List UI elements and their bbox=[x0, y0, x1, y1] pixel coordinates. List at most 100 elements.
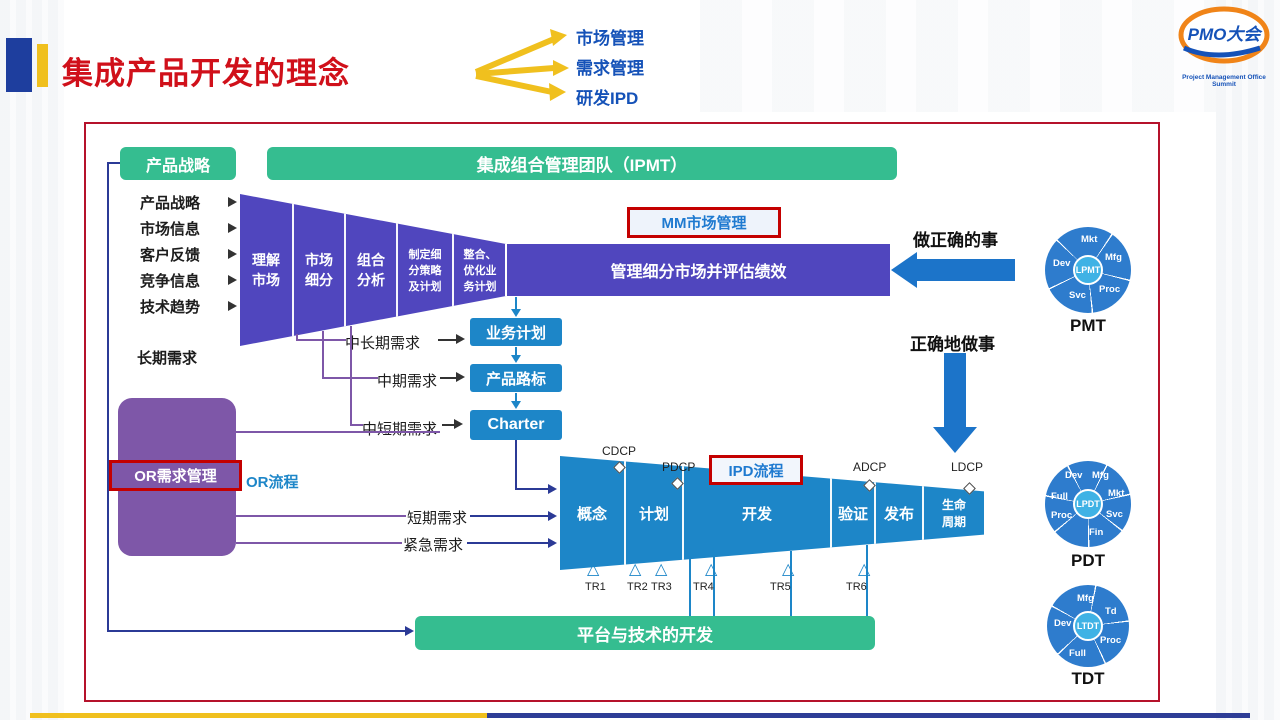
connector-line bbox=[322, 331, 324, 379]
pdt-segment: Mfg bbox=[1092, 470, 1109, 481]
connector-line bbox=[236, 431, 440, 433]
ipd-flow-tag: IPD流程 bbox=[709, 455, 803, 485]
connector-line bbox=[515, 297, 517, 310]
pmt-core-label: LPMT bbox=[1073, 255, 1103, 285]
mm-phase-market-segmentation: 市场 细分 bbox=[292, 194, 344, 346]
ipd-phase-concept: 概念 bbox=[576, 505, 607, 523]
mm-phase-portfolio-analysis: 组合 分析 bbox=[344, 194, 396, 346]
down-arrow-icon bbox=[933, 427, 977, 453]
tr5-label: TR5 bbox=[770, 581, 791, 593]
tdt-segment: Proc bbox=[1100, 635, 1122, 646]
down-arrowhead-icon bbox=[511, 355, 521, 363]
down-arrow-body bbox=[944, 353, 966, 429]
pmt-segment: Proc bbox=[1099, 284, 1121, 295]
input-arrow-icon bbox=[228, 223, 237, 233]
pmt-name: PMT bbox=[1070, 316, 1106, 335]
up-arrowhead-icon bbox=[684, 549, 694, 557]
pdt-segment: Svc bbox=[1106, 509, 1123, 520]
background-buildings-top bbox=[700, 0, 1216, 112]
pdt-segment: Dev bbox=[1065, 470, 1083, 481]
pdt-segment: Mkt bbox=[1108, 488, 1125, 499]
product-roadmap-box: 产品路标 bbox=[470, 364, 562, 392]
connector-line bbox=[866, 545, 868, 616]
input-arrow-icon bbox=[228, 301, 237, 311]
pdt-segment: Proc bbox=[1051, 510, 1073, 521]
connector-line bbox=[442, 424, 456, 426]
connector-line bbox=[296, 339, 346, 341]
fan-arrows-icon bbox=[474, 29, 569, 101]
ipmt-bar: 集成组合管理团队（IPMT） bbox=[267, 147, 897, 180]
tr4-label: TR4 bbox=[693, 581, 714, 593]
input-arrow-icon bbox=[228, 275, 237, 285]
platform-tech-bar: 平台与技术的开发 bbox=[415, 616, 875, 650]
connector-line bbox=[236, 542, 402, 544]
connector-line bbox=[470, 515, 548, 517]
bullet-rd-ipd: 研发IPD bbox=[576, 89, 639, 108]
tdt-segment: Full bbox=[1069, 648, 1086, 659]
or-flow-label: OR流程 bbox=[246, 474, 299, 491]
down-arrowhead-icon bbox=[511, 401, 521, 409]
connector-line bbox=[107, 630, 407, 632]
charter-box: Charter bbox=[470, 410, 562, 440]
tr3-label: TR3 bbox=[651, 581, 672, 593]
mm-phase-integrate-optimize: 整合、 优化业 务计划 bbox=[452, 194, 506, 346]
connector-line bbox=[296, 334, 298, 341]
down-arrowhead-icon bbox=[511, 309, 521, 317]
title-accent-yellow bbox=[37, 44, 48, 87]
bullet-requirement-management: 需求管理 bbox=[576, 59, 644, 78]
tr-marker-icon: △ bbox=[629, 561, 642, 578]
input-arrow-icon bbox=[228, 197, 237, 207]
pmo-summit-logo: PMO大会 Project Management Office Summit bbox=[1176, 6, 1272, 88]
tr-marker-icon: △ bbox=[705, 561, 718, 578]
tdt-team-wheel: Mfg Td Dev Proc Full LTDT bbox=[1047, 585, 1129, 667]
arrow-icon bbox=[405, 626, 414, 636]
bullet-market-management: 市场管理 bbox=[576, 29, 644, 48]
input-customer-feedback: 客户反馈 bbox=[140, 247, 201, 264]
input-competitor-info: 竞争信息 bbox=[140, 273, 201, 290]
pdt-segment: Fin bbox=[1089, 527, 1104, 538]
ipd-phase-verify: 验证 bbox=[830, 456, 874, 570]
tr1-label: TR1 bbox=[585, 581, 606, 593]
or-requirement-tag: OR需求管理 bbox=[109, 460, 242, 491]
connector-line bbox=[350, 326, 352, 426]
mid-long-term-demand-label: 中长期需求 bbox=[345, 335, 421, 352]
tdt-segment: Td bbox=[1105, 606, 1117, 617]
connector-line bbox=[790, 551, 792, 616]
do-right-thing-caption: 做正确的事 bbox=[913, 231, 998, 250]
left-arrow-icon bbox=[891, 252, 917, 288]
tr-marker-icon: △ bbox=[858, 561, 871, 578]
left-arrow-body bbox=[917, 259, 1015, 281]
pdt-name: PDT bbox=[1071, 551, 1105, 570]
tr-marker-icon: △ bbox=[587, 561, 600, 578]
connector-line bbox=[438, 339, 458, 341]
connector-line bbox=[440, 377, 458, 379]
tdt-segment: Mfg bbox=[1077, 593, 1094, 604]
urgent-demand-label: 紧急需求 bbox=[403, 537, 464, 554]
tdt-core-label: LTDT bbox=[1073, 611, 1103, 641]
mm-market-management-tag: MM市场管理 bbox=[627, 207, 781, 238]
connector-line bbox=[515, 488, 548, 490]
tdt-segment: Dev bbox=[1054, 618, 1072, 629]
arrow-icon bbox=[456, 372, 465, 382]
footer-strip-yellow bbox=[30, 713, 487, 718]
logo-subtitle: Project Management Office Summit bbox=[1182, 74, 1266, 88]
pdt-team-wheel: Dev Mfg Full Mkt Proc Svc Fin LPDT bbox=[1045, 461, 1131, 547]
title-accent-blue bbox=[6, 38, 32, 92]
connector-line bbox=[467, 542, 548, 544]
up-arrowhead-icon bbox=[708, 548, 718, 556]
connector-line bbox=[515, 393, 517, 403]
tr6-label: TR6 bbox=[846, 581, 867, 593]
ipd-phase-lifecycle: 生命 周期 bbox=[922, 456, 984, 570]
input-product-strategy: 产品战略 bbox=[140, 195, 201, 212]
arrow-icon bbox=[548, 484, 557, 494]
input-tech-trend: 技术趋势 bbox=[140, 299, 201, 316]
business-plan-box: 业务计划 bbox=[470, 318, 562, 346]
ldcp-label: LDCP bbox=[951, 460, 984, 474]
connector-line bbox=[713, 556, 715, 616]
connector-line bbox=[236, 515, 406, 517]
pmo-logo-icon: PMO大会 bbox=[1178, 6, 1270, 64]
arrow-icon bbox=[454, 419, 463, 429]
connector-line bbox=[107, 162, 120, 164]
mm-phase-segment-strategy: 制定细 分策略 及计划 bbox=[396, 194, 452, 346]
pmt-segment: Mkt bbox=[1081, 234, 1098, 245]
